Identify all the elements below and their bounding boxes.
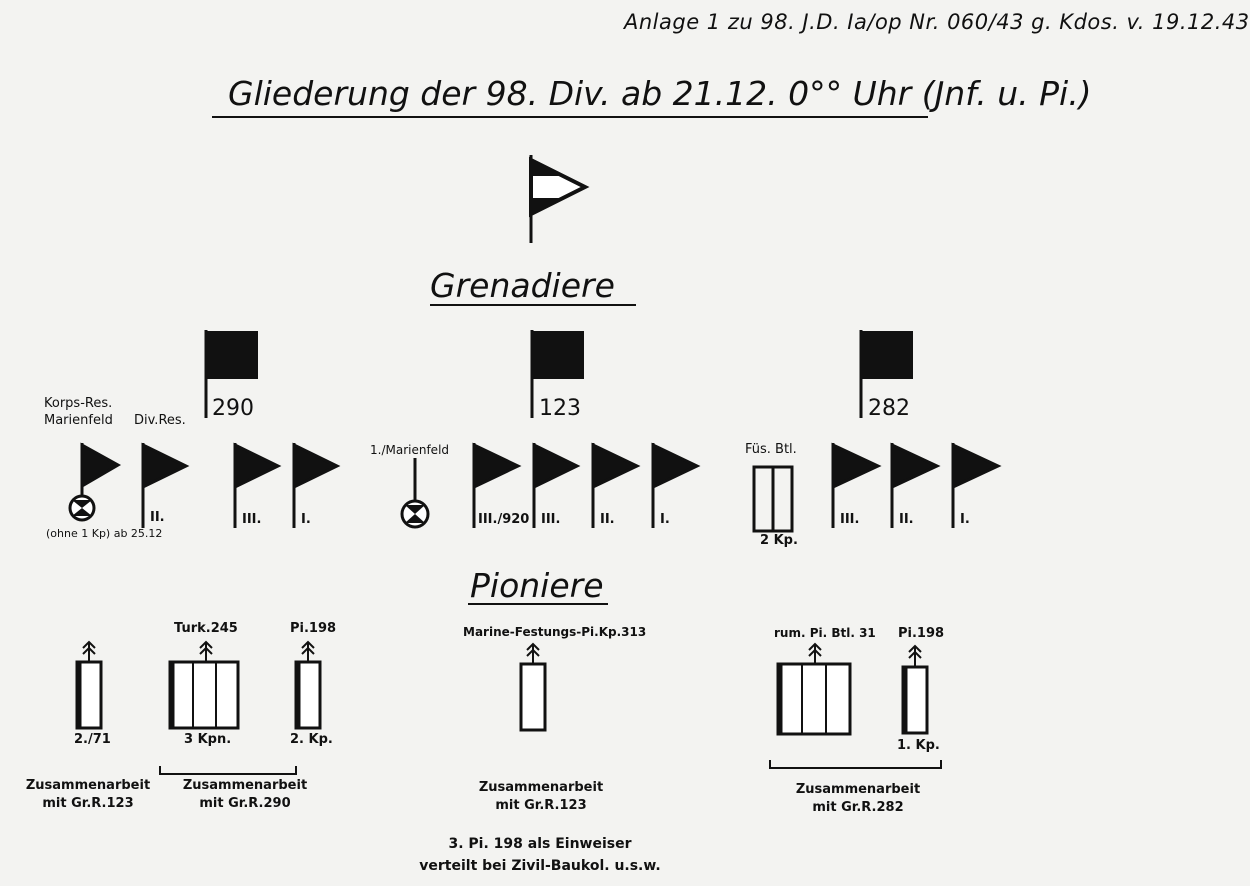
battalion-flag-icon xyxy=(80,442,122,489)
section-underline xyxy=(468,603,608,605)
battalion-flag-icon xyxy=(532,442,581,490)
page-title: Gliederung der 98. Div. ab 21.12. 0°° Uh… xyxy=(228,74,1092,113)
fusilier-battalion-box xyxy=(752,465,794,533)
note-label: (ohne 1 Kp) ab 25.12 xyxy=(46,527,163,540)
document-reference: Anlage 1 zu 98. J.D. Ia/op Nr. 060/43 g.… xyxy=(624,10,1250,34)
battalion-label: I. xyxy=(660,512,670,527)
company-circle-icon xyxy=(68,494,96,522)
pioneer-count-label: 3 Kpn. xyxy=(184,732,232,747)
battalion-flag-icon xyxy=(651,442,701,490)
title-underline xyxy=(212,116,928,118)
battalion-flag-icon xyxy=(831,442,882,490)
footer-line: verteilt bei Zivil-Baukol. u.s.w. xyxy=(419,858,661,874)
company-count-label: 2 Kp. xyxy=(760,533,798,548)
korps-reserve-label: Korps-Res. xyxy=(44,396,113,411)
battalion-flag-icon xyxy=(141,442,190,490)
pioneer-arrow-icon xyxy=(82,640,922,667)
battalion-label: III. xyxy=(541,512,561,527)
battalion-flag-icon xyxy=(591,442,641,490)
division-pennant-icon xyxy=(529,155,590,243)
brace-icon xyxy=(159,760,942,775)
company-circle-icon xyxy=(400,499,430,529)
marienfeld-label: Marienfeld xyxy=(44,413,113,428)
section-title-pioniere: Pioniere xyxy=(470,566,604,605)
pioneer-unit-label: Pi.198 xyxy=(290,621,337,636)
cooperation-label: mit Gr.R.290 xyxy=(199,796,291,811)
pioneer-unit-label: Marine-Festungs-Pi.Kp.313 xyxy=(463,625,647,639)
tactical-symbols xyxy=(68,155,1002,775)
regiment-number: 123 xyxy=(539,396,581,421)
pioneer-battalion-box xyxy=(776,662,852,736)
cooperation-label: mit Gr.R.123 xyxy=(42,796,134,811)
battalion-label: II. xyxy=(600,512,615,527)
battalion-label: I. xyxy=(960,512,970,527)
battalion-flag-icon xyxy=(951,442,1002,490)
fusilier-battalion-label: Füs. Btl. xyxy=(745,442,797,457)
regiment-flag-icon xyxy=(530,330,584,418)
battalion-flag-icon xyxy=(890,442,941,490)
pioneer-count-label: 2. Kp. xyxy=(290,732,333,747)
pioneer-battalion-box xyxy=(168,660,240,730)
pioneer-unit-label: Turk.245 xyxy=(174,621,238,636)
battalion-label: III. xyxy=(840,512,860,527)
pioneer-count-label: 1. Kp. xyxy=(897,738,940,753)
cooperation-label: Zusammenarbeit xyxy=(795,782,921,797)
battalion-label: I. xyxy=(301,512,311,527)
battalion-label: II. xyxy=(150,510,165,525)
battalion-flag-icon xyxy=(233,442,282,490)
pioneer-unit-label: Pi.198 xyxy=(898,626,945,641)
pioneer-company-box xyxy=(519,662,547,732)
division-reserve-label: Div.Res. xyxy=(134,413,186,428)
regiment-number: 282 xyxy=(868,396,910,421)
regiment-flag-icon xyxy=(204,330,258,418)
cooperation-label: Zusammenarbeit xyxy=(478,780,604,795)
cooperation-label: Zusammenarbeit xyxy=(25,778,151,793)
cooperation-label: mit Gr.R.282 xyxy=(812,800,904,815)
regiment-flag-icon xyxy=(859,330,913,418)
regiment-number: 290 xyxy=(212,396,254,421)
cooperation-label: mit Gr.R.123 xyxy=(495,798,587,813)
battalion-flag-icon xyxy=(472,442,522,490)
cooperation-label: Zusammenarbeit xyxy=(182,778,308,793)
battalion-label: III. xyxy=(242,512,262,527)
marienfeld-label: 1./Marienfeld xyxy=(370,443,450,457)
footer-line: 3. Pi. 198 als Einweiser xyxy=(448,836,632,852)
pioneer-unit-label: rum. Pi. Btl. 31 xyxy=(774,626,876,640)
section-title-grenadiere: Grenadiere xyxy=(430,266,615,305)
pioneer-unit-label: 2./71 xyxy=(74,732,111,747)
section-underline xyxy=(430,304,636,306)
battalion-label: II. xyxy=(899,512,914,527)
battalion-label: III./920 xyxy=(478,512,530,527)
battalion-flag-icon xyxy=(292,442,341,490)
